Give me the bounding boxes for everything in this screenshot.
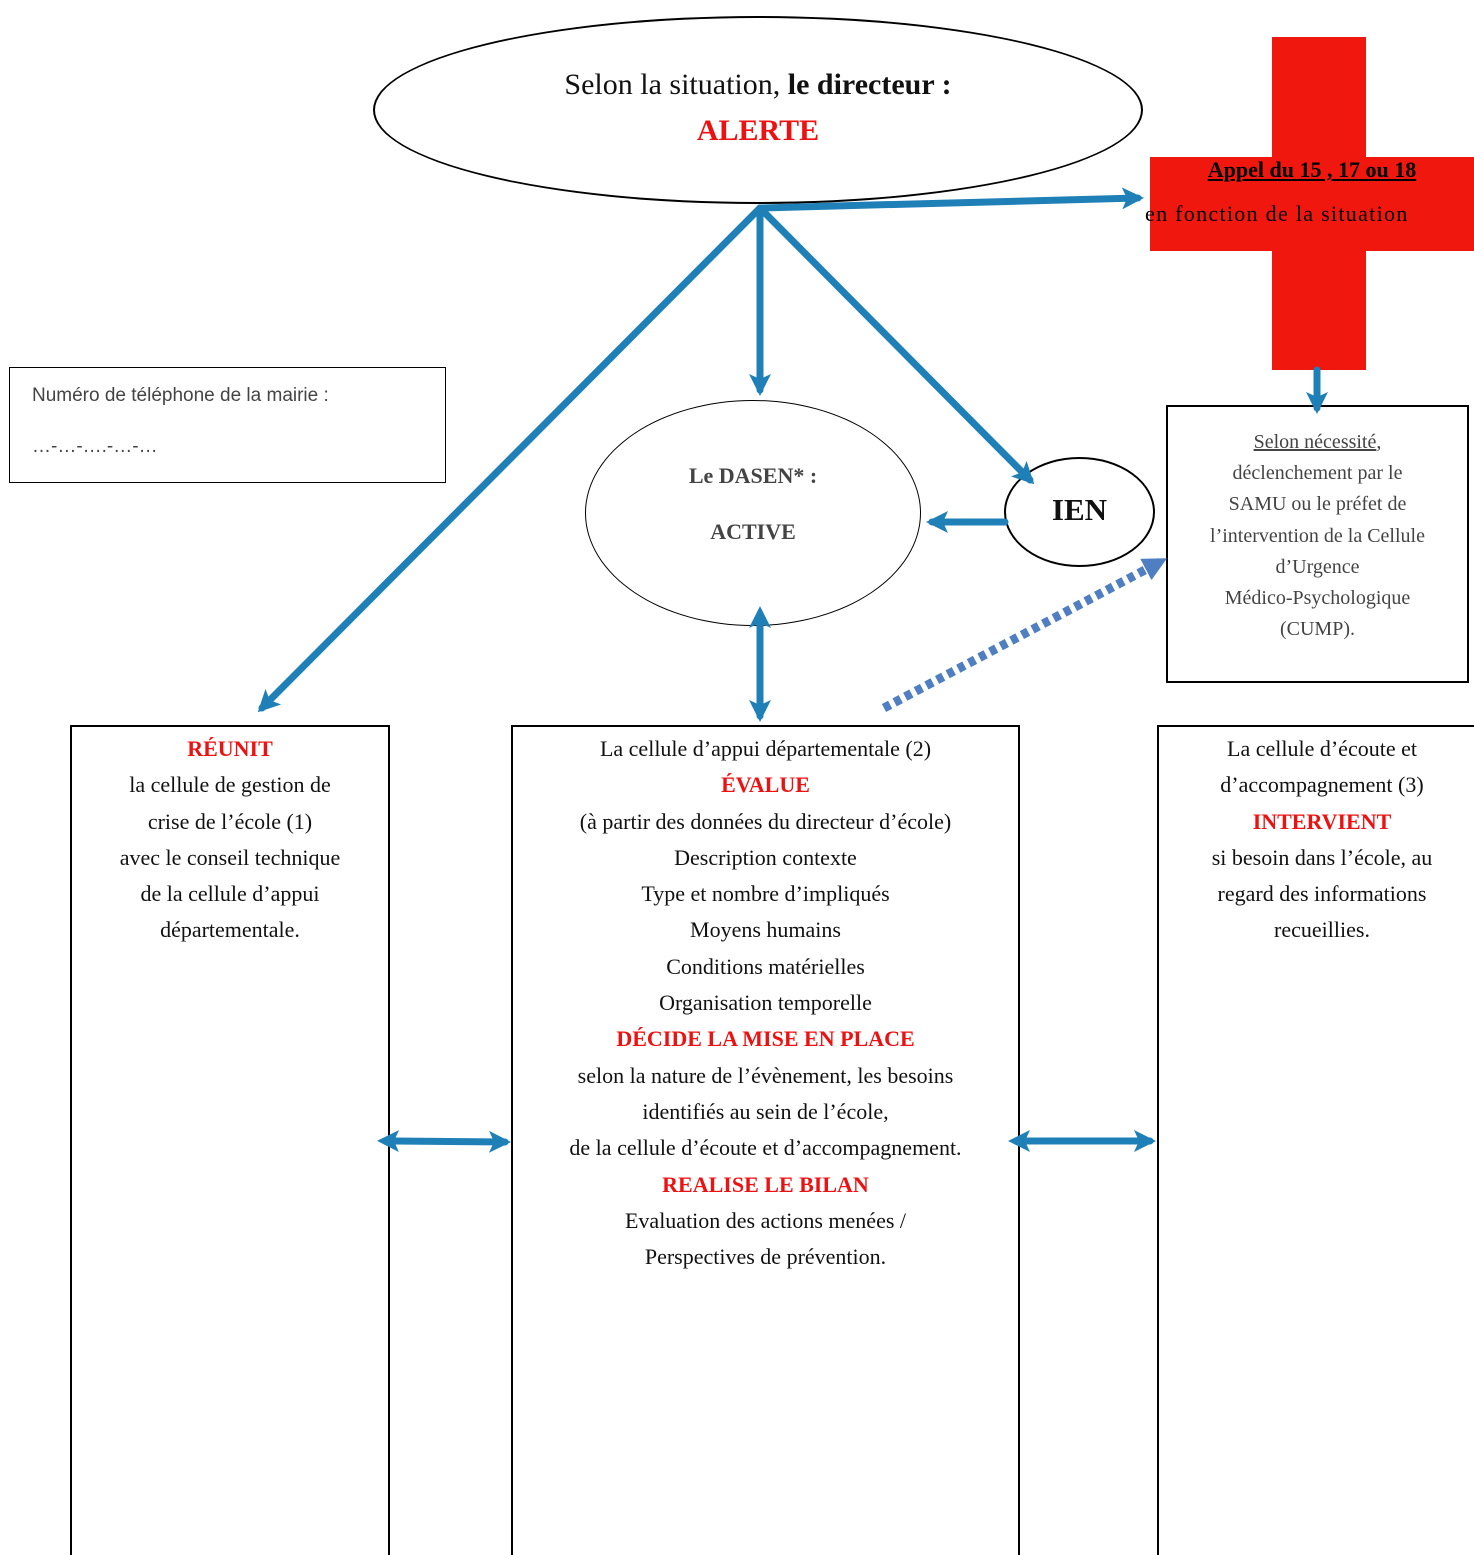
arrow-left-center [377,1130,511,1153]
col-center-line: Conditions matérielles [666,953,865,979]
col-right-title: La cellule d’écoute et [1227,736,1417,761]
cump-condition: Selon nécessité [1253,431,1377,453]
dasen-action: ACTIVE [710,519,796,544]
cump-line: Médico-Psychologique [1224,587,1411,610]
director-line: Selon la situation, le directeur : [375,68,1141,102]
emergency-call-subtitle: en fonction de la situation [1145,201,1409,226]
cump-box: Selon nécessité, déclenchement par le SA… [1166,405,1469,683]
evalue-action: ÉVALUE [721,772,810,798]
col-left-line: la cellule de gestion de [129,772,331,798]
col-left-line: crise de l’école (1) [147,808,313,834]
crisis-management-cell-box: RÉUNIT la cellule de gestion de crise de… [70,725,390,1555]
intervient-action: INTERVIENT [1252,808,1392,834]
cump-comma: , [1376,431,1382,453]
ien-label: IEN [1051,492,1108,527]
cump-line: (CUMP). [1279,618,1355,641]
decide-action: DÉCIDE LA MISE EN PLACE [616,1026,915,1052]
emergency-cross-horizontal [1150,157,1474,251]
cump-line: l’intervention de la Cellule [1210,524,1425,547]
dasen-oval: Le DASEN* : ACTIVE [585,400,921,626]
listening-support-cell-box: La cellule d’écoute et d’accompagnement … [1157,725,1474,1555]
director-line-prefix: Selon la situation, [564,68,788,101]
mairie-phone-value: …-…-….-…-… [32,436,158,457]
col-center-line: identifiés au sein de l’école, [642,1098,889,1124]
col-left-line: avec le conseil technique [119,844,341,870]
col-center-line: Description contexte [674,844,857,870]
col-right-line: recueillies. [1274,917,1370,943]
col-center-line: Moyens humains [690,917,841,943]
alert-action: ALERTE [696,114,820,147]
departmental-support-cell-box: La cellule d’appui départementale (2) ÉV… [511,725,1020,1555]
director-alert-oval: Selon la situation, le directeur : ALERT… [373,16,1143,204]
col-right-title: d’accompagnement (3) [1220,772,1424,798]
col-center-line: Type et nombre d’impliqués [641,881,890,907]
col-center-line: de la cellule d’écoute et d’accompagneme… [569,1135,962,1161]
col-left-line: de la cellule d’appui [140,881,320,907]
cump-line: déclenchement par le [1232,462,1403,485]
col-center-line: selon la nature de l’évènement, les beso… [577,1062,954,1088]
col-right-line: regard des informations [1217,881,1427,907]
cump-line: d’Urgence [1275,555,1360,578]
dashed-arrow-to-cump [881,558,1168,712]
col-left-line: départementale. [160,917,300,943]
col-center-title: La cellule d’appui départementale (2) [599,736,932,761]
bilan-action: REALISE LE BILAN [662,1171,869,1197]
col-center-line: Evaluation des actions menées / [624,1207,907,1233]
mairie-phone-box: Numéro de téléphone de la mairie : …-…-…… [9,367,446,483]
col-center-line: Perspectives de prévention. [644,1244,887,1270]
cump-line: SAMU ou le préfet de [1228,493,1407,516]
mairie-phone-label: Numéro de téléphone de la mairie : [32,385,329,406]
col-center-line: Organisation temporelle [659,990,872,1016]
director-line-bold: le directeur : [787,68,952,101]
col-center-line: (à partir des données du directeur d’éco… [579,808,952,834]
emergency-call-title: Appel du 15 , 17 ou 18 [1207,157,1417,182]
ien-oval: IEN [1004,457,1155,567]
dasen-label: Le DASEN* : [688,463,818,488]
reunit-action: RÉUNIT [187,736,273,761]
col-right-line: si besoin dans l’école, au [1211,844,1433,870]
